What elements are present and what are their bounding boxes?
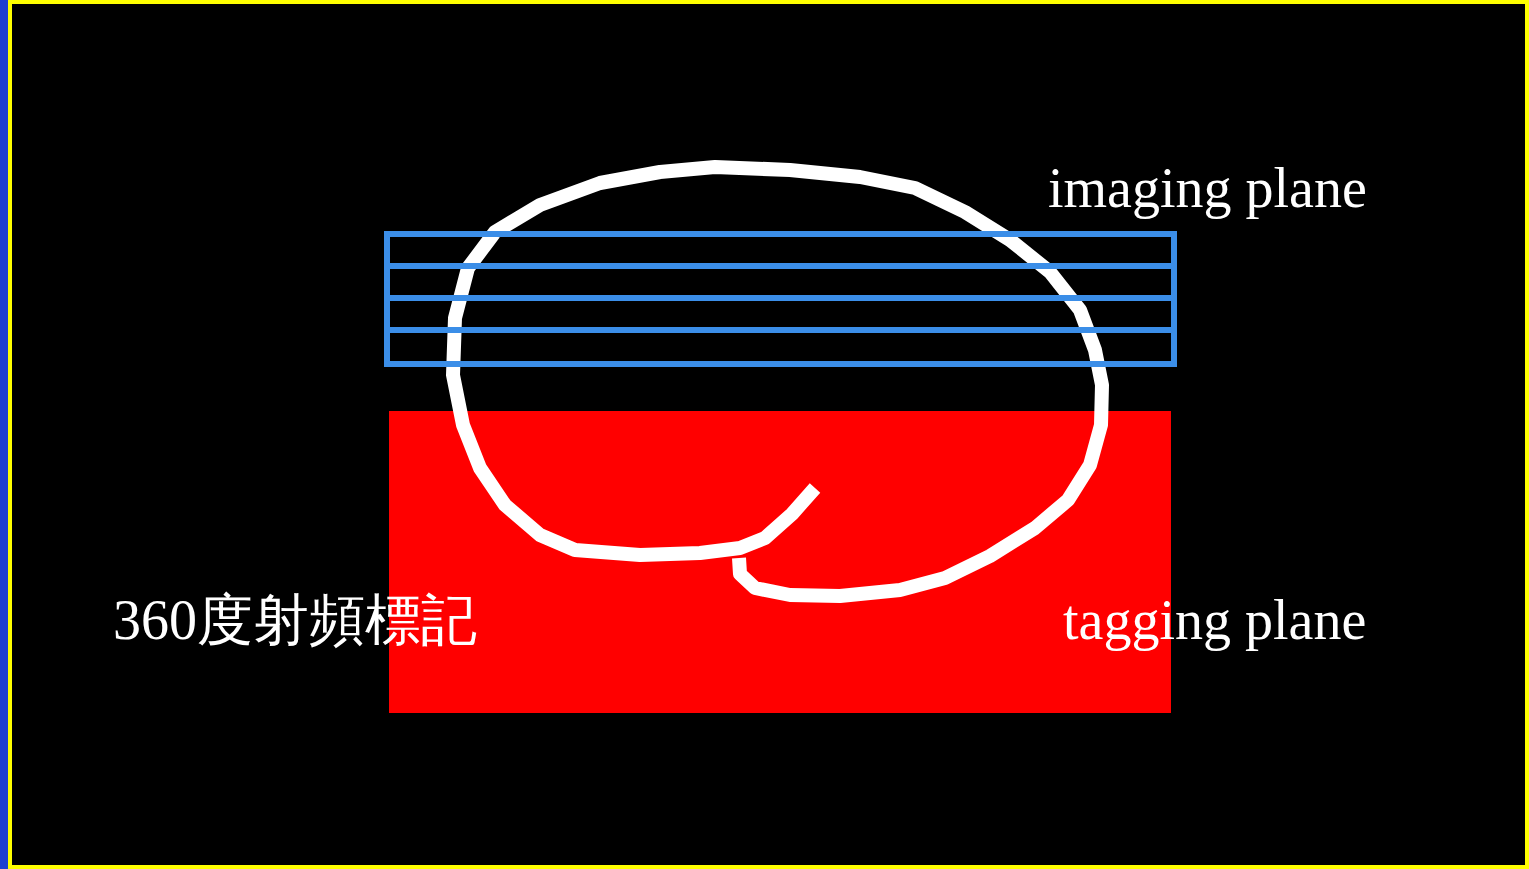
slice-divider xyxy=(387,295,1174,301)
imaging-slab xyxy=(387,234,1174,364)
slice-divider xyxy=(387,327,1174,333)
tagging-plane-band xyxy=(389,411,1171,713)
plane-label: tagging plane xyxy=(1063,590,1366,652)
slice-divider xyxy=(387,263,1174,269)
frame-border xyxy=(10,2,1527,867)
tagging-note: 360度射頻標記 xyxy=(113,590,477,652)
imaging-slices xyxy=(387,234,1174,364)
left-edge-strip xyxy=(0,0,8,869)
plane-label: imaging plane xyxy=(1048,158,1367,220)
